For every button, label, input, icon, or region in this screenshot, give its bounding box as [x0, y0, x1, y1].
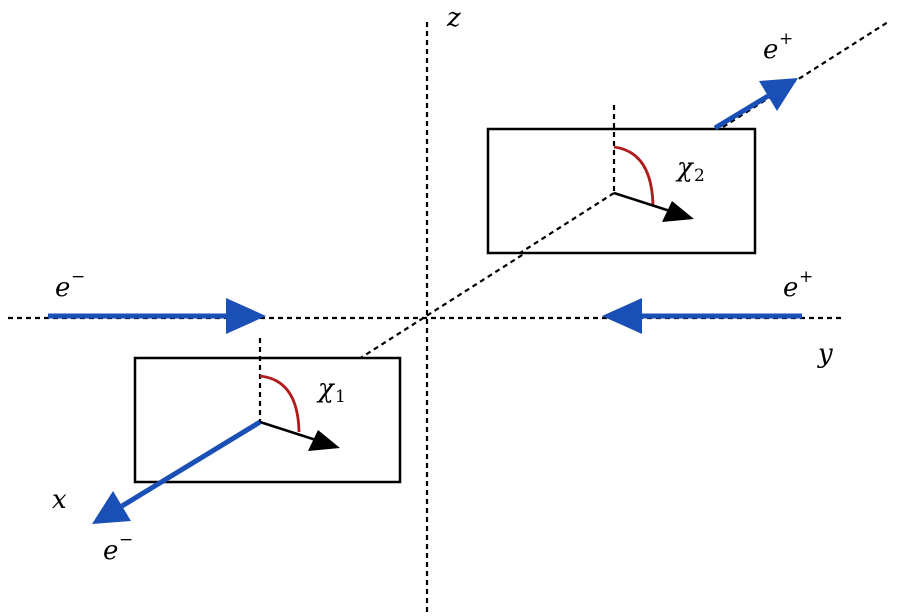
x-axis-label: x	[52, 485, 67, 515]
svg-text:−: −	[71, 267, 85, 287]
spin-vector-1	[259, 420, 317, 442]
incoming-electron-label: e −	[55, 267, 85, 303]
chi1-angle-arc	[259, 374, 301, 433]
outgoing-positron-arrowhead	[759, 78, 798, 111]
outgoing-positron-label: e +	[763, 29, 793, 65]
svg-text:2: 2	[694, 166, 705, 186]
svg-text:+: +	[779, 29, 793, 49]
spin-vector-1-head	[308, 430, 340, 451]
back-plane-diagonal-dashed	[519, 192, 615, 254]
svg-text:χ: χ	[316, 374, 336, 404]
svg-text:e: e	[763, 35, 778, 65]
svg-text:1: 1	[335, 387, 346, 407]
incoming-electron-arrowhead	[226, 298, 266, 334]
incoming-positron-arrowhead	[602, 298, 642, 334]
y-axis-label: y	[817, 339, 833, 369]
svg-text:e: e	[103, 536, 118, 566]
svg-text:e: e	[55, 273, 70, 303]
svg-text:+: +	[799, 267, 813, 287]
outgoing-electron-beam	[120, 419, 262, 509]
spin-vector-2-head	[662, 201, 694, 222]
spin-vector-2	[613, 191, 671, 213]
chi2-angle-arc	[613, 145, 655, 207]
incoming-positron-label: e +	[783, 267, 813, 303]
chi1-label: χ 1	[316, 374, 346, 407]
chi2-label: χ 2	[675, 153, 705, 186]
z-axis-label: z	[446, 3, 461, 33]
outgoing-electron-arrowhead	[92, 491, 131, 524]
svg-text:e: e	[783, 273, 798, 303]
outgoing-electron-label: e −	[103, 530, 133, 566]
svg-text:−: −	[119, 530, 133, 550]
svg-text:χ: χ	[675, 153, 695, 183]
outgoing-positron-beam	[713, 93, 770, 131]
